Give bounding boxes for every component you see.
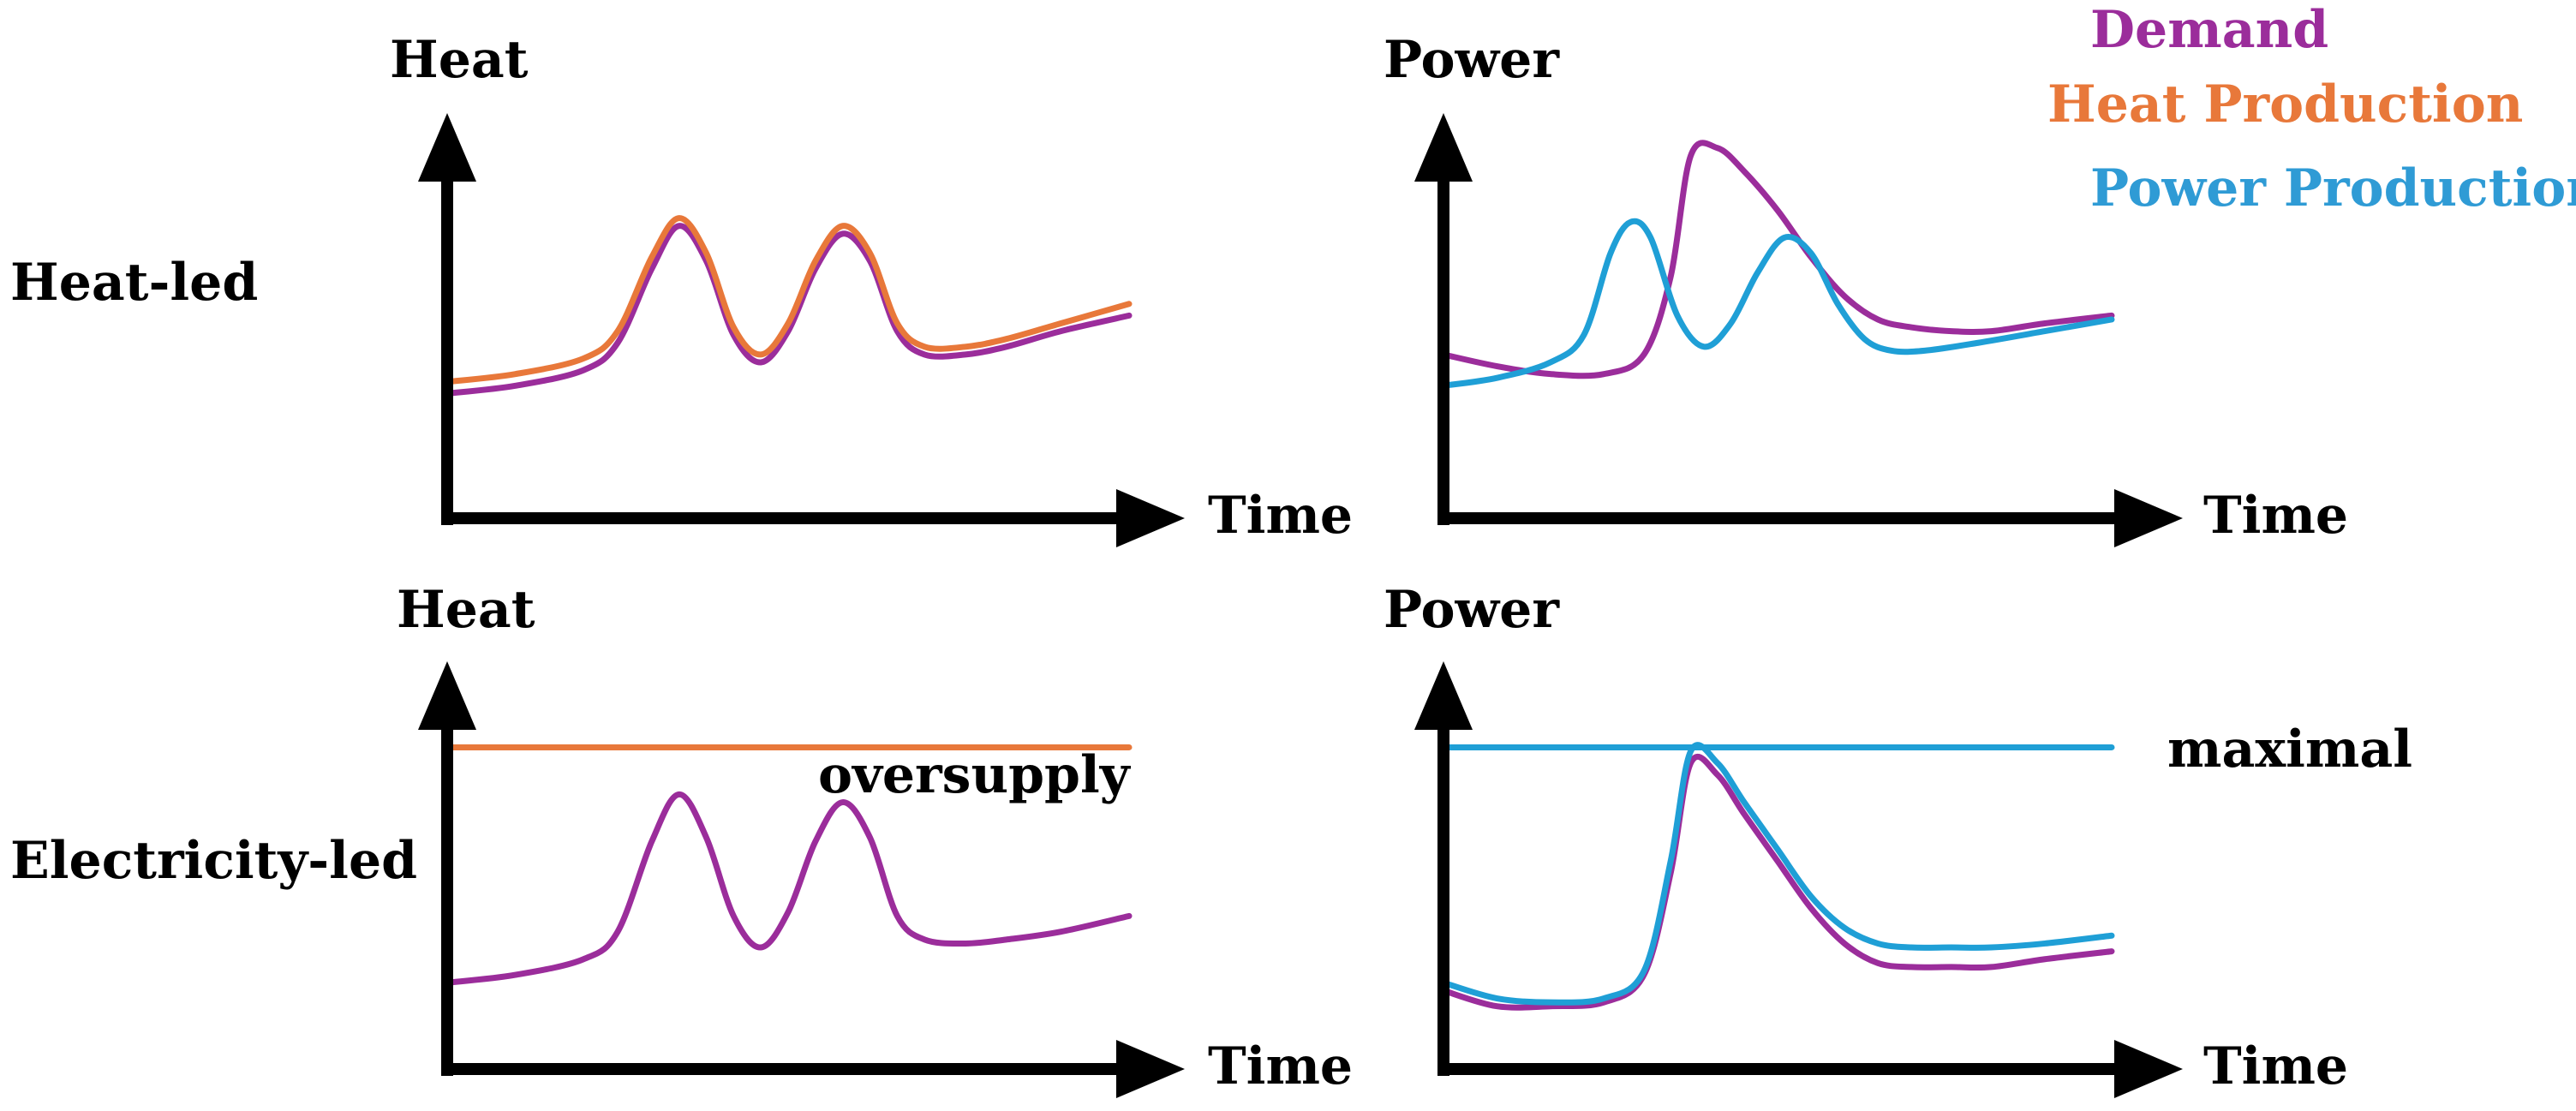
x-axis-arrowhead [1116,1040,1185,1098]
row-label-heat-led: Heat-led [10,253,258,313]
y-axis-arrowhead [418,661,476,730]
legend-power-production: Power Production [2090,158,2576,218]
series-line-demand-0 [444,223,1133,397]
series-line-heat-production-1 [444,215,1133,385]
y-axis-label: Heat [397,580,535,640]
series-line-power-production-1 [1440,742,2115,1006]
y-axis-label: Heat [390,30,529,90]
x-axis-label: Time [1208,486,1353,546]
annotation-oversupply: oversupply [818,745,1132,805]
series-line-demand-0 [444,791,1133,986]
row-label-electricity-led: Electricity-led [10,831,417,891]
x-axis-label: Time [1208,1036,1353,1096]
y-axis-arrowhead [1414,113,1473,182]
legend-heat-production: Heat Production [2047,75,2523,134]
series-line-power-production-1 [1440,218,2115,389]
series-line-demand-0 [1440,753,2115,1011]
y-axis-arrowhead [418,113,476,182]
x-axis-arrowhead [1116,489,1185,547]
y-axis-arrowhead [1414,661,1473,730]
x-axis-arrowhead [2114,1040,2183,1098]
legend-demand: Demand [2090,0,2328,60]
x-axis-arrowhead [2114,489,2183,547]
x-axis-label: Time [2203,486,2348,546]
annotation-maximal: maximal [2167,720,2412,779]
x-axis-label: Time [2203,1036,2348,1096]
y-axis-label: Power [1384,580,1560,640]
y-axis-label: Power [1384,30,1560,90]
series-line-demand-0 [1440,140,2115,379]
